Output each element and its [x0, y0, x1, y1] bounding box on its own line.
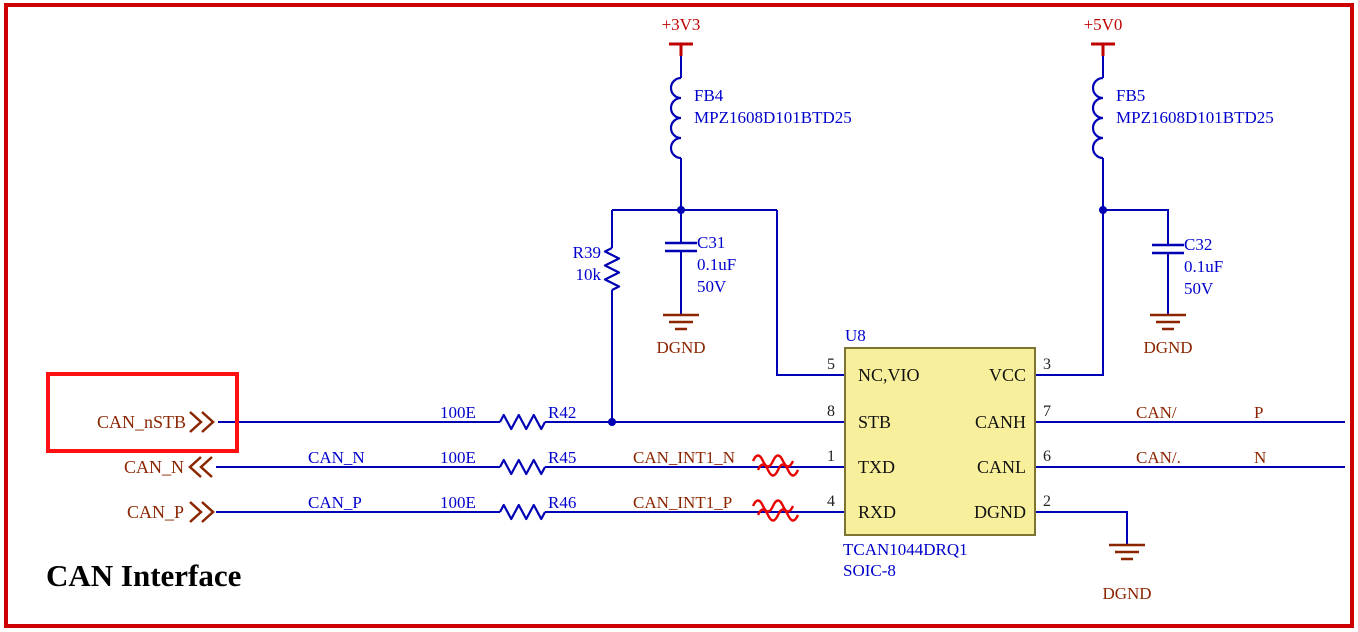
port-chevron-can-n[interactable]	[188, 456, 213, 478]
ground-label-c31[interactable]: DGND	[656, 338, 706, 357]
net-label-canl-fragment-right[interactable]: N	[1254, 448, 1267, 467]
resistor-r42-designator[interactable]: R42	[548, 403, 577, 422]
port-can-n[interactable]: CAN_N	[123, 457, 184, 477]
ic-u8-designator[interactable]: U8	[845, 326, 866, 345]
pin-number-5: 5	[827, 356, 835, 373]
capacitor-c32-value[interactable]: 0.1uF	[1184, 257, 1224, 276]
resistor-r46-designator[interactable]: R46	[548, 493, 577, 512]
net-label-can-n[interactable]: CAN_N	[308, 448, 365, 467]
pin-name-txd: TXD	[858, 457, 895, 477]
resistor-r39-designator[interactable]: R39	[572, 243, 601, 262]
selection-highlight-can-nstb	[46, 372, 239, 453]
ground-symbol-pin2[interactable]	[1109, 543, 1145, 561]
capacitor-c31-symbol[interactable]	[665, 241, 697, 253]
pin-number-4: 4	[827, 493, 835, 510]
resistor-r39-symbol[interactable]	[603, 247, 621, 291]
ferrite-fb4-symbol[interactable]	[669, 76, 682, 160]
resistor-r45-designator[interactable]: R45	[548, 448, 577, 467]
ferrite-fb5-symbol[interactable]	[1091, 76, 1104, 160]
capacitor-c31-designator[interactable]: C31	[697, 233, 726, 252]
power-port-5v0-symbol[interactable]	[1091, 42, 1115, 56]
pin-number-7: 7	[1043, 403, 1051, 420]
resistor-r45-value[interactable]: 100E	[440, 448, 476, 467]
pin-name-canh: CANH	[974, 412, 1026, 432]
capacitor-c31-rating[interactable]: 50V	[697, 277, 727, 296]
ground-symbol-c32[interactable]	[1150, 313, 1186, 331]
ic-u8-package[interactable]: SOIC-8	[843, 561, 896, 580]
power-net-label-3v3[interactable]: +3V3	[661, 15, 701, 34]
capacitor-c32-designator[interactable]: C32	[1184, 235, 1213, 254]
wire-5v0-to-vcc-pin3[interactable]	[1035, 158, 1104, 376]
net-label-canh-fragment-right[interactable]: P	[1254, 403, 1264, 422]
ferrite-fb4-part[interactable]: MPZ1608D101BTD25	[694, 108, 852, 127]
net-label-canh-fragment-left[interactable]: CAN/	[1136, 403, 1177, 422]
pin-number-1: 1	[827, 448, 835, 465]
ferrite-fb4-designator[interactable]: FB4	[694, 86, 724, 105]
port-chevron-can-p[interactable]	[189, 501, 215, 523]
resistor-r46-symbol[interactable]	[499, 503, 546, 521]
pin-name-rxd: RXD	[858, 502, 897, 522]
resistor-r42-symbol[interactable]	[499, 413, 546, 431]
pin-number-3: 3	[1043, 356, 1051, 373]
ferrite-fb5-part[interactable]: MPZ1608D101BTD25	[1116, 108, 1274, 127]
ground-label-pin2[interactable]: DGND	[1102, 584, 1152, 603]
resistor-r46-value[interactable]: 100E	[440, 493, 476, 512]
capacitor-c31-value[interactable]: 0.1uF	[697, 255, 737, 274]
junction-dot-3v3[interactable]	[677, 206, 685, 214]
ic-u8-part-number[interactable]: TCAN1044DRQ1	[843, 540, 968, 559]
resistor-r39-value[interactable]: 10k	[575, 265, 602, 284]
resistor-r42-value[interactable]: 100E	[440, 403, 476, 422]
port-chevron-can-nstb[interactable]	[189, 411, 215, 433]
net-label-canl-fragment-left[interactable]: CAN/.	[1136, 448, 1181, 467]
junction-dot-5v0[interactable]	[1099, 206, 1107, 214]
capacitor-c32-rating[interactable]: 50V	[1184, 279, 1214, 298]
sheet-border	[4, 3, 1354, 628]
pin-name-canl: CANL	[977, 457, 1026, 477]
net-label-can-int1-n[interactable]: CAN_INT1_N	[633, 448, 735, 467]
pin-name-nc-vio: NC,VIO	[858, 365, 920, 385]
net-label-can-int1-p[interactable]: CAN_INT1_P	[633, 493, 733, 512]
error-squiggle-txd[interactable]	[751, 454, 800, 477]
resistor-r45-symbol[interactable]	[499, 458, 546, 476]
pin-number-8: 8	[827, 403, 835, 420]
pin-name-vcc: VCC	[988, 365, 1026, 385]
port-can-p[interactable]: CAN_P	[126, 502, 184, 522]
ground-label-c32[interactable]: DGND	[1143, 338, 1193, 357]
error-squiggle-rxd[interactable]	[751, 499, 800, 522]
port-can-nstb[interactable]: CAN_nSTB	[96, 412, 186, 432]
pin-number-2: 2	[1043, 493, 1051, 510]
power-net-label-5v0[interactable]: +5V0	[1083, 15, 1123, 34]
ferrite-fb5-designator[interactable]: FB5	[1116, 86, 1146, 105]
wire-vio-pin5[interactable]	[776, 210, 845, 376]
ic-u8-body[interactable]	[844, 347, 1036, 536]
net-label-can-p[interactable]: CAN_P	[308, 493, 362, 512]
pin-name-stb: STB	[858, 412, 892, 432]
power-port-3v3-symbol[interactable]	[669, 42, 693, 56]
capacitor-c32-symbol[interactable]	[1152, 243, 1184, 255]
ground-symbol-c31[interactable]	[663, 313, 699, 331]
pin-name-dgnd: DGND	[974, 502, 1026, 522]
wire-dgnd-pin2[interactable]	[1035, 511, 1128, 545]
wire-c32-top[interactable]	[1103, 209, 1169, 245]
pin-number-6: 6	[1043, 448, 1051, 465]
sheet-title: CAN Interface	[46, 558, 242, 593]
junction-dot-stb[interactable]	[608, 418, 616, 426]
